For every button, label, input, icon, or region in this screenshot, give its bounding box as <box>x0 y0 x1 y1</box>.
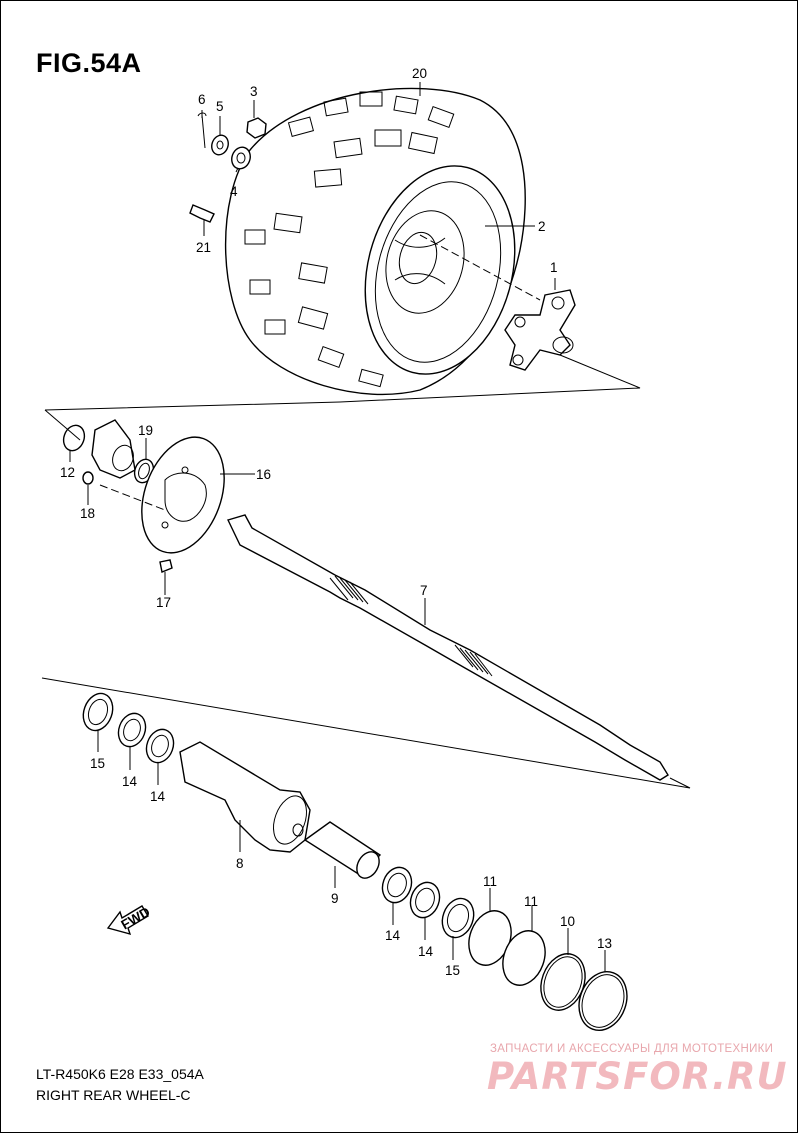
fwd-arrow: FWD <box>106 904 153 936</box>
castle-nut-5 <box>211 134 229 156</box>
callout-9: 9 <box>331 891 339 906</box>
callout-8: 8 <box>236 856 244 871</box>
callout-16: 16 <box>256 467 271 482</box>
bearing-14a <box>117 712 147 748</box>
wheel-hub-1 <box>504 289 576 371</box>
leader-lines <box>69 82 606 972</box>
stud-21 <box>189 204 215 223</box>
fwd-label: FWD <box>118 904 152 932</box>
callout-14c: 14 <box>385 928 401 943</box>
callout-15a: 15 <box>90 756 105 771</box>
bearing-14c <box>381 866 413 904</box>
o-ring-11b <box>502 930 546 986</box>
figure-subtitle: RIGHT REAR WHEEL-C <box>36 1087 191 1103</box>
callout-11b: 11 <box>524 894 538 909</box>
washer-4 <box>231 146 251 170</box>
tire-20 <box>224 87 526 396</box>
seal-15a <box>82 692 114 732</box>
brake-disc-16 <box>141 436 225 554</box>
callout-17: 17 <box>156 595 171 610</box>
nut-3 <box>246 117 267 139</box>
callout-14a: 14 <box>122 774 138 789</box>
screw-17 <box>159 559 173 573</box>
watermark-tagline: ЗАПЧАСТИ И АКСЕССУАРЫ ДЛЯ МОТОТЕХНИКИ <box>490 1043 774 1055</box>
caliper-housing <box>91 419 136 479</box>
callout-20: 20 <box>412 66 427 81</box>
seal-15b <box>441 897 475 939</box>
callout-18: 18 <box>80 506 95 521</box>
callout-15b: 15 <box>445 963 460 978</box>
callout-13: 13 <box>597 936 612 951</box>
bearing-housing-8 <box>179 741 311 853</box>
callout-2: 2 <box>538 219 546 234</box>
model-code: LT-R450K6 E28 E33_054A <box>36 1066 204 1082</box>
bearing-14b <box>145 728 175 764</box>
bolt-18 <box>82 471 94 485</box>
spacer-9 <box>303 821 382 879</box>
callout-21: 21 <box>196 240 211 255</box>
callout-labels: 6 5 3 4 20 2 1 21 12 18 19 16 17 7 15 14… <box>60 66 612 978</box>
callout-4: 4 <box>230 184 238 199</box>
assembly-lines <box>41 234 691 789</box>
callout-6: 6 <box>198 92 206 107</box>
callout-12: 12 <box>60 465 75 480</box>
watermark-logo: PARTSFOR.RU <box>487 1055 788 1098</box>
figure-title: FIG.54A <box>36 48 142 78</box>
callout-10: 10 <box>560 914 575 929</box>
callout-14b: 14 <box>150 789 166 804</box>
callout-1: 1 <box>550 260 558 275</box>
callout-3: 3 <box>250 84 258 99</box>
callout-5: 5 <box>216 99 224 114</box>
callout-11a: 11 <box>483 874 497 889</box>
callout-14d: 14 <box>418 944 434 959</box>
callout-19: 19 <box>138 423 153 438</box>
callout-7: 7 <box>420 583 428 598</box>
cotter-pin-6 <box>197 112 207 149</box>
axle-7 <box>227 514 669 781</box>
circlip-13 <box>578 971 628 1031</box>
bearing-14d <box>409 881 441 919</box>
